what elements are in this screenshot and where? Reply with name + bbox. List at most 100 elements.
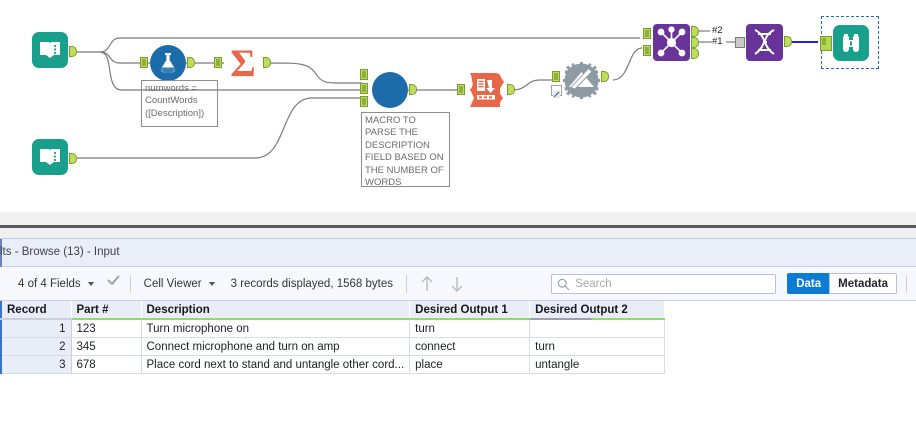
toolbar-separator-3: [906, 274, 907, 293]
workflow-canvas[interactable]: Σ numwords = CountWords ([Description]) …: [0, 0, 916, 212]
output-anchor-l[interactable]: [691, 26, 699, 37]
data-view-button[interactable]: Data: [787, 273, 830, 294]
column-header-desired-output-1[interactable]: Desired Output 1: [409, 301, 531, 320]
results-panel: lts - Browse (13) - Input 4 of 4 Fields …: [0, 238, 916, 445]
left-input-anchor[interactable]: [643, 28, 651, 39]
fields-selector[interactable]: 4 of 4 Fields: [14, 272, 102, 296]
join-icon: [653, 24, 690, 61]
next-record-button[interactable]: [446, 273, 468, 295]
small-glyph: [553, 91, 560, 98]
input-anchor-2[interactable]: [360, 83, 368, 94]
macro-annotation: MACRO TO PARSE THE DESCRIPTION FIELD BAS…: [361, 112, 450, 188]
binoculars-icon: [833, 25, 869, 61]
book-icon: [32, 32, 68, 68]
input-anchor-1[interactable]: [360, 69, 368, 80]
gear-pencil-glyph: [563, 62, 600, 99]
record-count-label: 3 records displayed, 1568 bytes: [230, 277, 393, 290]
input-anchor[interactable]: [457, 84, 465, 95]
results-toolbar: 4 of 4 Fields Cell Viewer 3 records disp…: [0, 267, 916, 301]
union-input-anchor[interactable]: [735, 37, 745, 48]
previous-record-button[interactable]: [416, 273, 438, 295]
output-anchor[interactable]: [187, 57, 195, 68]
dna-icon: [746, 24, 783, 61]
table-row[interactable]: 1 123 Turn microphone on turn: [0, 319, 666, 338]
up-arrow-icon: [421, 275, 433, 291]
input-anchor-3[interactable]: [360, 96, 368, 107]
right-input-anchor[interactable]: [643, 45, 651, 56]
cell-viewer-label: Cell Viewer: [143, 277, 202, 290]
output-anchor[interactable]: [69, 153, 77, 164]
output-anchor-j[interactable]: [691, 37, 699, 48]
connection-wires: [77, 30, 818, 159]
cell-description[interactable]: Turn microphone on: [141, 319, 411, 338]
search-box[interactable]: [551, 273, 777, 296]
splitter-filler: [0, 228, 916, 238]
check-icon[interactable]: [106, 276, 121, 291]
binoculars-glyph: [843, 34, 859, 52]
gear-pencil-icon: [563, 62, 600, 99]
dna-glyph: [754, 29, 775, 55]
search-input[interactable]: [573, 276, 770, 291]
cell-desired-output-2[interactable]: [529, 319, 666, 338]
results-titlebar: lts - Browse (13) - Input: [0, 238, 916, 268]
sigma-glyph: Σ: [230, 45, 256, 81]
record-count-status: 3 records displayed, 1568 bytes: [227, 272, 397, 296]
join-output-label-2: #2: [712, 25, 723, 36]
join-glyph: [657, 26, 686, 57]
svg-text:Σ: Σ: [230, 45, 256, 81]
question-anchor[interactable]: [551, 85, 562, 98]
search-icon: [557, 278, 570, 296]
titlebar-accent: [0, 239, 2, 268]
output-anchor[interactable]: [69, 46, 77, 57]
cell-desired-output-2[interactable]: untangle: [529, 355, 666, 374]
cell-desired-output-1[interactable]: place: [409, 355, 531, 374]
parse-icon: [469, 72, 506, 109]
cell-description[interactable]: Place cord next to stand and untangle ot…: [141, 355, 411, 374]
cell-part[interactable]: 123: [71, 319, 142, 338]
cell-desired-output-1[interactable]: connect: [409, 337, 531, 356]
flask-glyph: [160, 53, 176, 74]
input-anchor[interactable]: [214, 57, 222, 68]
results-title: lts - Browse (13) - Input: [0, 246, 120, 258]
results-table: Record Part # Description Desired Output…: [0, 301, 666, 374]
table-row[interactable]: 3 678 Place cord next to stand and untan…: [0, 355, 666, 374]
canvas-results-splitter[interactable]: [0, 212, 916, 238]
cell-record: 3: [0, 355, 72, 374]
input-anchor[interactable]: [820, 36, 832, 51]
cell-description[interactable]: Connect microphone and turn on amp: [141, 337, 411, 356]
toolbar-separator-2: [406, 274, 407, 293]
metadata-view-button[interactable]: Metadata: [829, 273, 897, 294]
cell-part[interactable]: 678: [71, 355, 142, 374]
output-anchor[interactable]: [409, 84, 417, 95]
splitter-grip[interactable]: [0, 225, 916, 228]
output-anchor[interactable]: [784, 36, 792, 47]
cell-viewer-selector[interactable]: Cell Viewer: [140, 272, 223, 296]
output-anchor[interactable]: [601, 71, 609, 82]
output-anchor-r[interactable]: [691, 48, 699, 59]
column-header-record[interactable]: Record: [0, 301, 72, 320]
sigma-icon: Σ: [224, 45, 262, 81]
table-row[interactable]: 2 345 Connect microphone and turn on amp…: [0, 337, 666, 356]
output-anchor[interactable]: [263, 57, 271, 68]
book-glyph: [40, 42, 60, 58]
input-anchor[interactable]: [552, 71, 560, 82]
join-output-label-1: #1: [712, 36, 723, 47]
down-arrow-icon: [451, 276, 463, 292]
chevron-down-icon[interactable]: [87, 281, 94, 286]
view-mode-toggle[interactable]: Data Metadata: [787, 273, 897, 294]
cell-desired-output-1[interactable]: turn: [409, 319, 531, 338]
macro-circle-icon: [372, 72, 408, 108]
results-grid[interactable]: Record Part # Description Desired Output…: [0, 301, 916, 374]
flask-icon: [150, 45, 186, 81]
output-anchor[interactable]: [507, 84, 515, 95]
column-header-description[interactable]: Description: [141, 301, 411, 320]
column-header-desired-output-2[interactable]: Desired Output 2: [529, 301, 666, 320]
column-header-part[interactable]: Part #: [71, 301, 142, 320]
toolbar-separator-1: [129, 274, 131, 293]
parse-glyph: [470, 73, 504, 107]
input-anchor[interactable]: [140, 57, 148, 68]
chevron-down-icon[interactable]: [208, 281, 215, 286]
cell-part[interactable]: 345: [71, 337, 142, 356]
cell-desired-output-2[interactable]: turn: [529, 337, 666, 356]
